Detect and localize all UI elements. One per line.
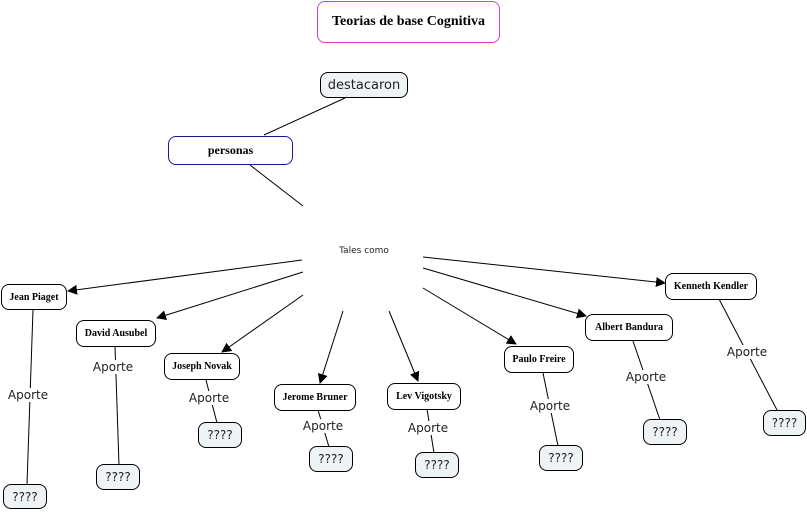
arrow-jerome-bruner [317, 310, 344, 384]
node-jerome-bruner[interactable]: Jerome Bruner [274, 384, 356, 411]
result-node-david-ausubel[interactable]: ???? [96, 464, 140, 490]
arrow-paulo-freire [422, 287, 517, 345]
person-name: Lev Vigotsky [396, 391, 452, 402]
aporte-label: Aporte [7, 388, 49, 402]
node-kenneth-kendler[interactable]: Kenneth Kendler [665, 273, 757, 300]
result-node-jean-piaget[interactable]: ???? [3, 484, 47, 509]
link-destacaron-personas [263, 97, 346, 136]
result-text: ???? [771, 416, 798, 430]
aporte-label: Aporte [625, 370, 667, 384]
node-albert-bandura[interactable]: Albert Bandura [585, 314, 673, 341]
arrow-albert-bandura [422, 267, 587, 319]
result-node-albert-bandura[interactable]: ???? [643, 419, 687, 445]
aporte-label: Aporte [188, 391, 230, 405]
person-name: David Ausubel [84, 328, 148, 339]
result-node-lev-vigotsky[interactable]: ???? [415, 452, 459, 478]
result-text: ???? [318, 452, 344, 466]
title-node[interactable]: Teorias de base Cognitiva [317, 1, 500, 43]
tales-como-label: Tales como [339, 246, 389, 256]
result-text: ???? [424, 458, 450, 472]
result-node-joseph-novak[interactable]: ???? [198, 422, 242, 448]
arrow-kenneth-kendler [422, 256, 666, 288]
arrow-joseph-novak [221, 294, 304, 353]
aporte-label: Aporte [529, 399, 571, 413]
title-text: Teorias de base Cognitiva [331, 14, 486, 29]
person-name: Jean Piaget [9, 291, 59, 303]
node-lev-vigotsky[interactable]: Lev Vigotsky [387, 383, 461, 410]
result-node-kenneth-kendler[interactable]: ???? [763, 410, 806, 436]
person-name: Kenneth Kendler [673, 281, 749, 292]
aporte-label: Aporte [302, 419, 344, 433]
node-joseph-novak[interactable]: Joseph Novak [164, 353, 240, 380]
arrow-jean-piaget [67, 259, 303, 295]
personas-node[interactable]: personas [168, 136, 293, 165]
aporte-label: Aporte [407, 421, 449, 435]
personas-text: personas [207, 143, 254, 157]
arrow-lev-vigotsky [388, 310, 420, 382]
result-text: ???? [12, 489, 38, 504]
person-name: Joseph Novak [172, 361, 232, 372]
person-name: Albert Bandura [594, 322, 664, 333]
result-text: ???? [207, 428, 233, 442]
link-personas-tales [249, 164, 304, 207]
node-jean-piaget[interactable]: Jean Piaget [1, 284, 67, 310]
result-text: ???? [105, 470, 131, 484]
person-name: Paulo Freire [512, 354, 566, 365]
destacaron-text: destacaron [327, 77, 401, 93]
node-david-ausubel[interactable]: David Ausubel [76, 320, 156, 347]
result-node-paulo-freire[interactable]: ???? [539, 445, 583, 471]
result-text: ???? [652, 425, 678, 439]
destacaron-node[interactable]: destacaron [320, 72, 408, 98]
node-paulo-freire[interactable]: Paulo Freire [504, 346, 574, 373]
aporte-label: Aporte [726, 345, 768, 359]
result-node-jerome-bruner[interactable]: ???? [309, 446, 353, 472]
person-name: Jerome Bruner [282, 392, 348, 403]
arrow-david-ausubel [156, 271, 304, 321]
aporte-label: Aporte [92, 360, 134, 374]
result-text: ???? [548, 451, 574, 465]
